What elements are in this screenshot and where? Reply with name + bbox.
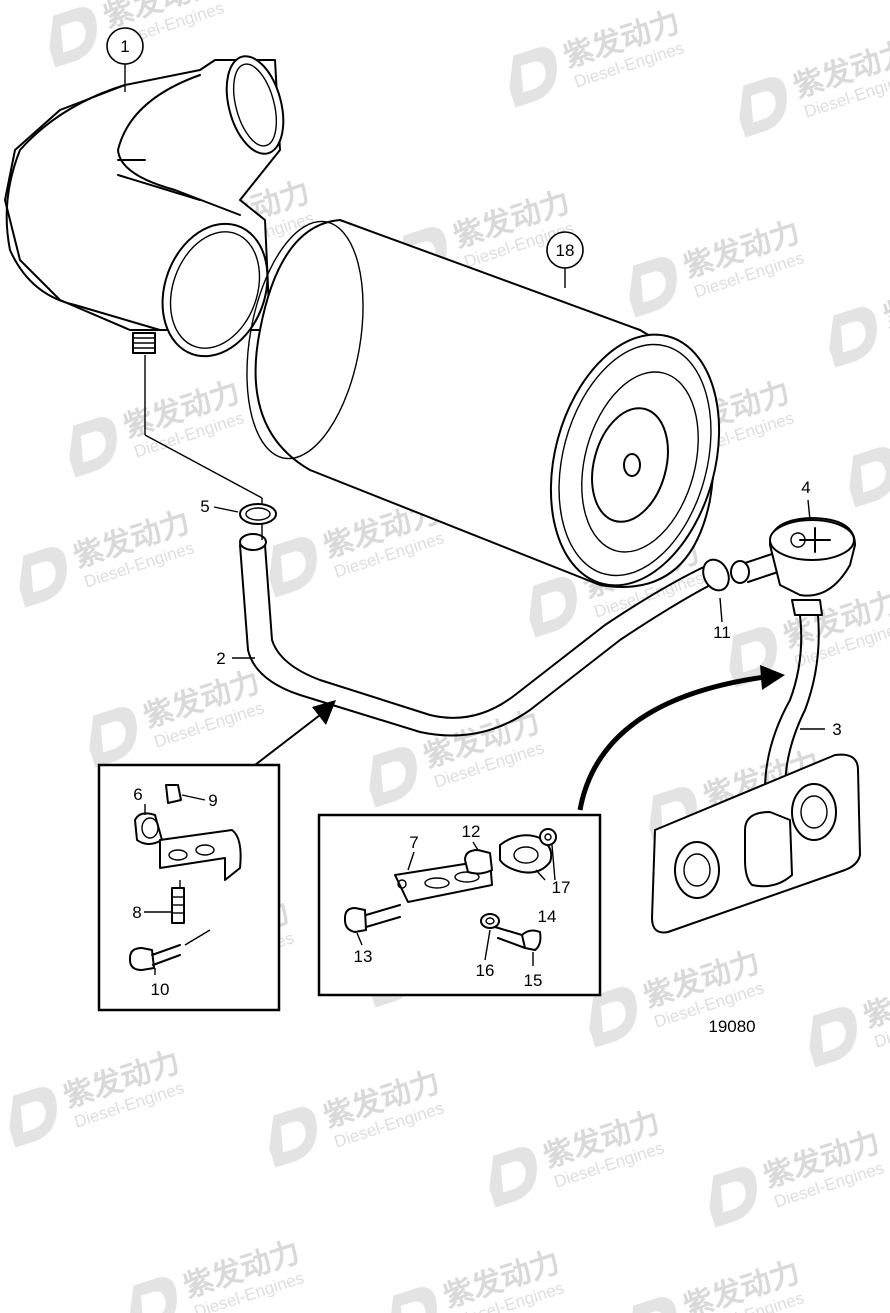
callout-13: 13 [354,947,373,966]
leader-lines [124,64,825,975]
callout-circle-1 [106,27,144,65]
callout-2: 2 [216,649,225,668]
vent-pipe [764,614,820,831]
callout-8: 8 [132,903,141,922]
mounting-plate [651,753,861,934]
hose-clamp [239,503,277,525]
callout-10: 10 [151,980,170,999]
callout-16: 16 [476,961,495,980]
watermark-brand-cn: 紫发动力 [859,965,890,1035]
breather-cap [769,517,856,616]
air-filter-housing [246,219,721,588]
callout-7: 7 [409,833,418,852]
callout-3: 3 [832,720,841,739]
callout-15: 15 [524,971,543,990]
figure-number: 19080 [708,1017,755,1036]
detail-arrow-left [254,700,336,766]
intake-elbow-pipe [4,55,285,358]
callout-14: 14 [538,907,557,926]
callout-4: 4 [801,478,810,497]
callout-17: 17 [552,878,571,897]
callout-5: 5 [200,497,209,516]
callout-6: 6 [133,785,142,804]
hose-clamp-11 [702,552,779,592]
callout-12: 12 [462,822,481,841]
breather-hose [144,355,721,737]
detail-box-right [317,813,602,997]
callout-1: 1 [120,37,129,56]
detail-arrow-right [577,665,785,811]
detail-box-left [97,763,281,1012]
callout-11: 11 [713,623,731,642]
callout-circle-18 [546,231,584,269]
callout-9: 9 [208,791,217,810]
callout-18: 18 [556,241,575,260]
watermark-brand-cn: 紫发动力 [879,265,890,335]
